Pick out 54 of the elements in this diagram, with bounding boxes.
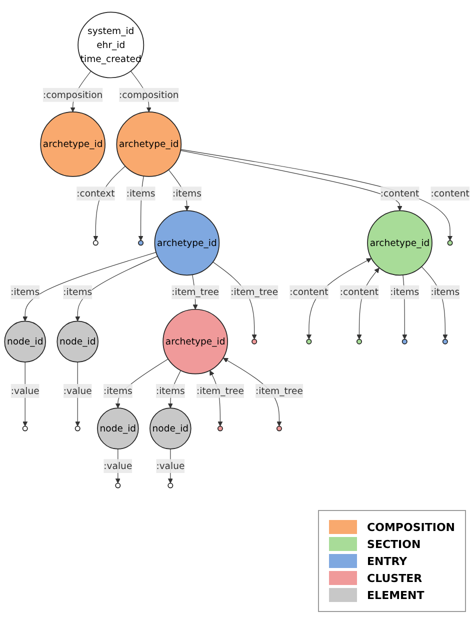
edge-label: :item_tree — [196, 385, 244, 396]
edge-label: :context — [76, 188, 115, 199]
node-circle — [138, 240, 144, 246]
node-circle: archetype_id — [154, 210, 220, 276]
node-circle — [217, 426, 223, 432]
node-circle — [306, 338, 312, 344]
legend-label: COMPOSITION — [367, 520, 455, 534]
arrow — [22, 252, 156, 322]
edge-label: :item_tree — [172, 286, 220, 298]
edge-label: :content — [290, 286, 328, 298]
node-circle: node_id — [4, 320, 46, 362]
edge-label: :items — [10, 286, 40, 298]
node-circle: archetype_id — [162, 308, 228, 374]
edge-label: :items — [172, 188, 202, 199]
node-circle — [74, 426, 80, 432]
node-circle: archetype_id — [40, 112, 106, 177]
edge-label: :content — [380, 188, 420, 199]
node-circle: node_id — [97, 408, 139, 450]
edge-label: :value — [63, 385, 92, 396]
node-circle — [92, 240, 98, 246]
edge-label: :value — [104, 460, 132, 472]
node-circle — [115, 482, 121, 488]
edge-label: :items — [156, 385, 185, 396]
node-circle — [168, 482, 174, 488]
node-circle — [356, 338, 362, 344]
edge-label: :value — [10, 385, 40, 396]
node-circle — [252, 338, 258, 344]
node-circle — [402, 338, 408, 344]
legend-label: ELEMENT — [367, 588, 424, 602]
edge-label: :item_tree — [256, 385, 303, 396]
node-circle: archetype_id — [116, 112, 182, 177]
edge-label: :content — [340, 286, 379, 298]
edge-label: :composition — [42, 89, 103, 100]
node-circle: node_id — [56, 320, 98, 362]
edge-label: :items — [390, 286, 420, 298]
edge-label: :item_tree — [230, 286, 278, 298]
legend-label: CLUSTER — [367, 572, 422, 584]
edge-label: :items — [63, 286, 92, 298]
node-circle: archetype_id — [367, 210, 432, 276]
edge-label: :value — [156, 460, 185, 472]
legend-label: ENTRY — [367, 554, 408, 568]
node-circle — [276, 426, 282, 432]
edge-label: :composition — [119, 89, 179, 100]
legend-label: SECTION — [367, 538, 421, 550]
node-circle — [22, 426, 28, 432]
edge-label: :content — [430, 188, 470, 199]
node-circle: system_id ehr_id time_created — [78, 12, 144, 78]
arrow — [180, 150, 402, 211]
node-circle — [447, 240, 453, 246]
edge-label: :items — [103, 385, 132, 396]
edge-label: :items — [126, 188, 156, 199]
node-circle: node_id — [150, 408, 192, 450]
node-circle — [442, 338, 448, 344]
edge-label: :items — [430, 286, 460, 298]
